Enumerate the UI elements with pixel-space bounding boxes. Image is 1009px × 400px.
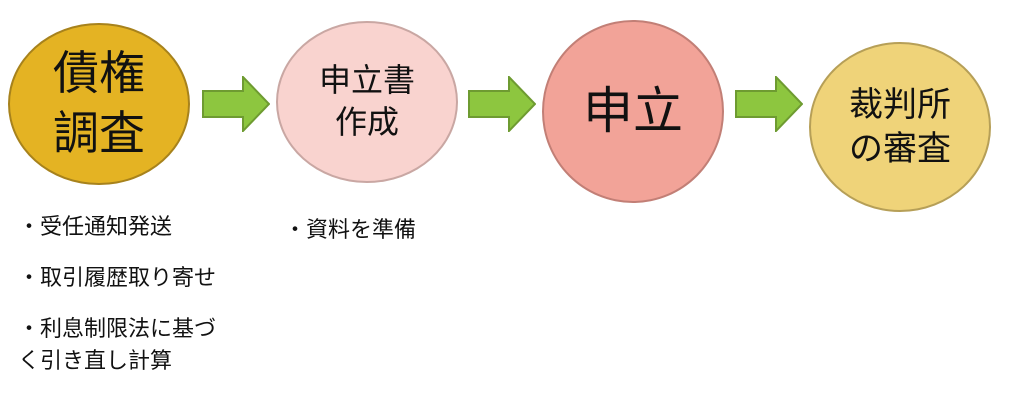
- step1-notes-list: ・受任通知発送 ・取引履歴取り寄せ ・利息制限法に基づ く引き直し計算: [18, 212, 258, 397]
- list-item: ・資料を準備: [284, 218, 417, 243]
- step-circle-petition-drafting: 申立書 作成: [276, 21, 458, 183]
- list-item: ・取引履歴取り寄せ: [18, 265, 217, 291]
- arrow-right-icon: [735, 76, 803, 132]
- arrow-right-icon: [202, 76, 270, 132]
- step-circle-debt-investigation: 債権 調査: [8, 23, 190, 185]
- step-label: 裁判所 の審査: [849, 84, 951, 169]
- arrow-right-icon: [468, 76, 536, 132]
- step-label: 申立: [583, 82, 683, 140]
- step-label: 申立書 作成: [318, 61, 415, 141]
- step-circle-petition: 申立: [542, 20, 724, 203]
- list-item: ・受任通知発送: [18, 215, 173, 240]
- step-circle-court-review: 裁判所 の審査: [809, 42, 991, 212]
- step-label: 債権 調査: [53, 46, 145, 160]
- list-item: ・利息制限法に基づ く引き直し計算: [18, 316, 217, 374]
- step2-notes-list: ・資料を準備: [284, 215, 464, 247]
